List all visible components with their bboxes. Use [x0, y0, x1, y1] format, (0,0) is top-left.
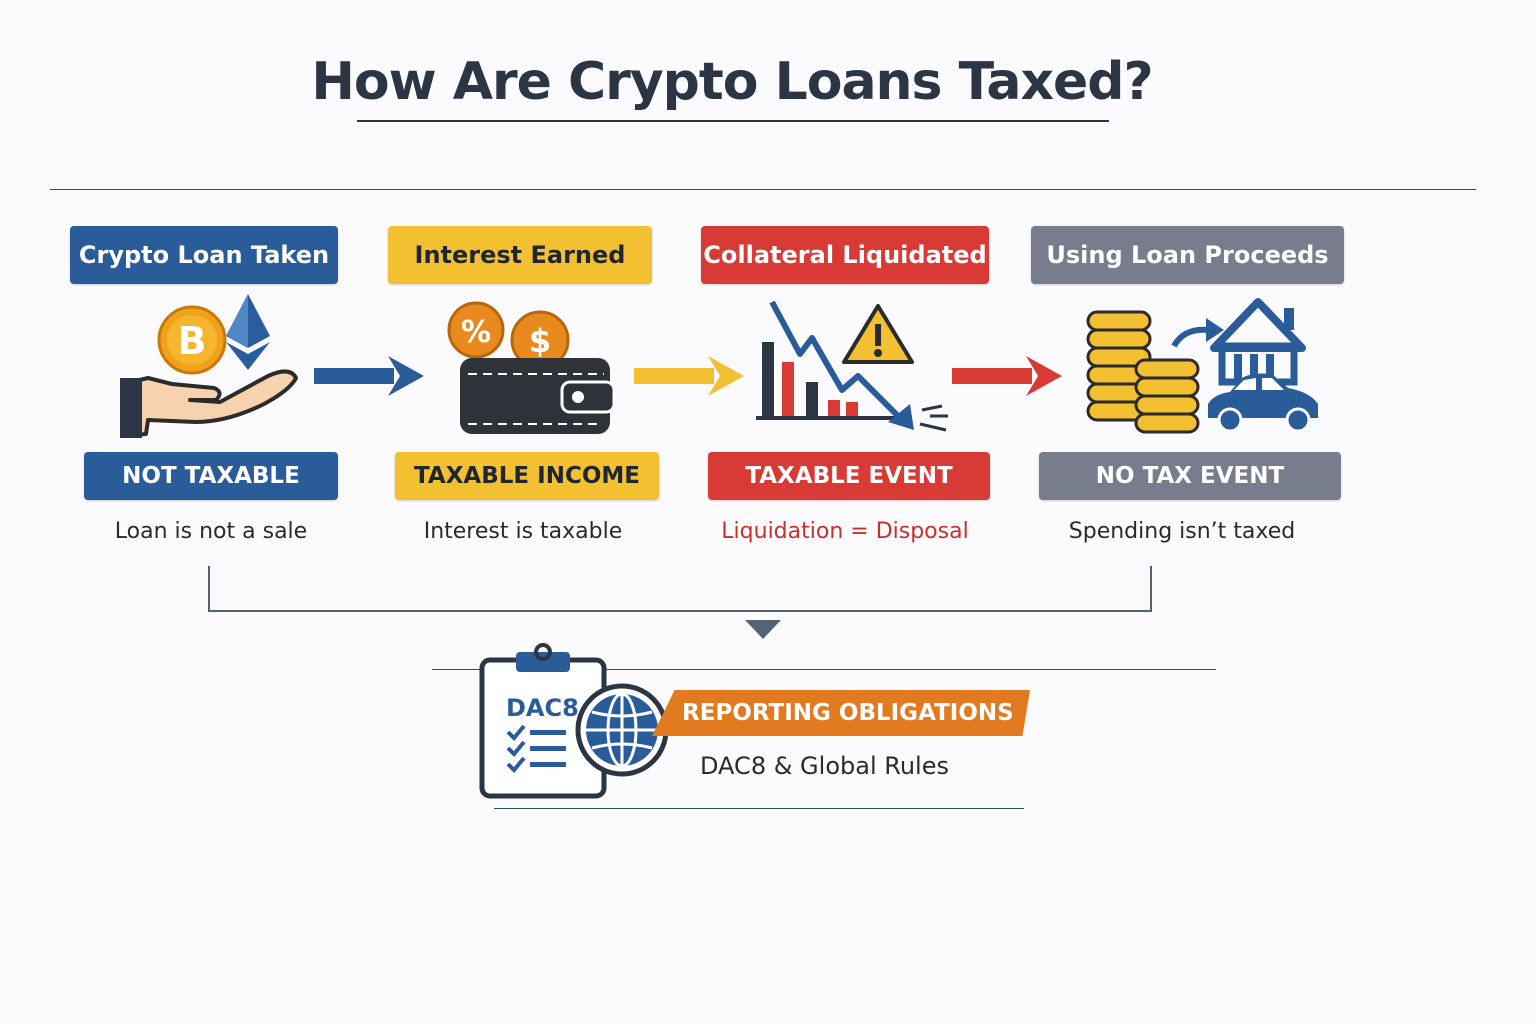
wallet-interest-icon: % $: [447, 301, 616, 434]
svg-text:%: %: [461, 315, 491, 350]
step-4-note: Spending isn’t taxed: [1068, 519, 1296, 544]
step-3-header: Collateral Liquidated: [701, 226, 989, 284]
down-arrow-icon: [745, 620, 781, 639]
section-divider: [50, 189, 1476, 190]
reporting-obligations-banner: REPORTING OBLIGATIONS: [652, 690, 1030, 736]
step-4-badge: NO TAX EVENT: [1039, 452, 1341, 500]
coins-house-car-icon: [1086, 298, 1318, 434]
clipboard-globe-icon: DAC8: [479, 643, 669, 799]
step-1-header: Crypto Loan Taken: [70, 226, 338, 284]
page-title: How Are Crypto Loans Taxed?: [311, 52, 1153, 112]
flow-arrow-1: [314, 356, 424, 396]
reporting-subtitle: DAC8 & Global Rules: [700, 752, 949, 780]
title-underline: [357, 120, 1109, 122]
step-3-note: Liquidation = Disposal: [721, 519, 969, 544]
step-1-badge: NOT TAXABLE: [84, 452, 338, 500]
svg-text:B: B: [178, 319, 207, 363]
svg-text:$: $: [529, 322, 551, 360]
bracket-connector: [208, 566, 1152, 612]
hand-holding-crypto-icon: B: [120, 294, 298, 438]
step-4-header: Using Loan Proceeds: [1031, 226, 1344, 284]
step-2-note: Interest is taxable: [423, 519, 623, 544]
reporting-top-rule: [432, 669, 1216, 670]
step-3-badge: TAXABLE EVENT: [708, 452, 990, 500]
flow-arrow-3: [952, 356, 1062, 396]
reporting-bottom-rule: [494, 808, 1024, 809]
falling-chart-warning-icon: [756, 300, 948, 432]
flow-arrow-2: [634, 356, 744, 396]
step-2-header: Interest Earned: [388, 226, 652, 284]
dac8-icon-label: DAC8: [506, 694, 579, 722]
step-1-note: Loan is not a sale: [114, 519, 308, 544]
step-2-badge: TAXABLE INCOME: [395, 452, 659, 500]
